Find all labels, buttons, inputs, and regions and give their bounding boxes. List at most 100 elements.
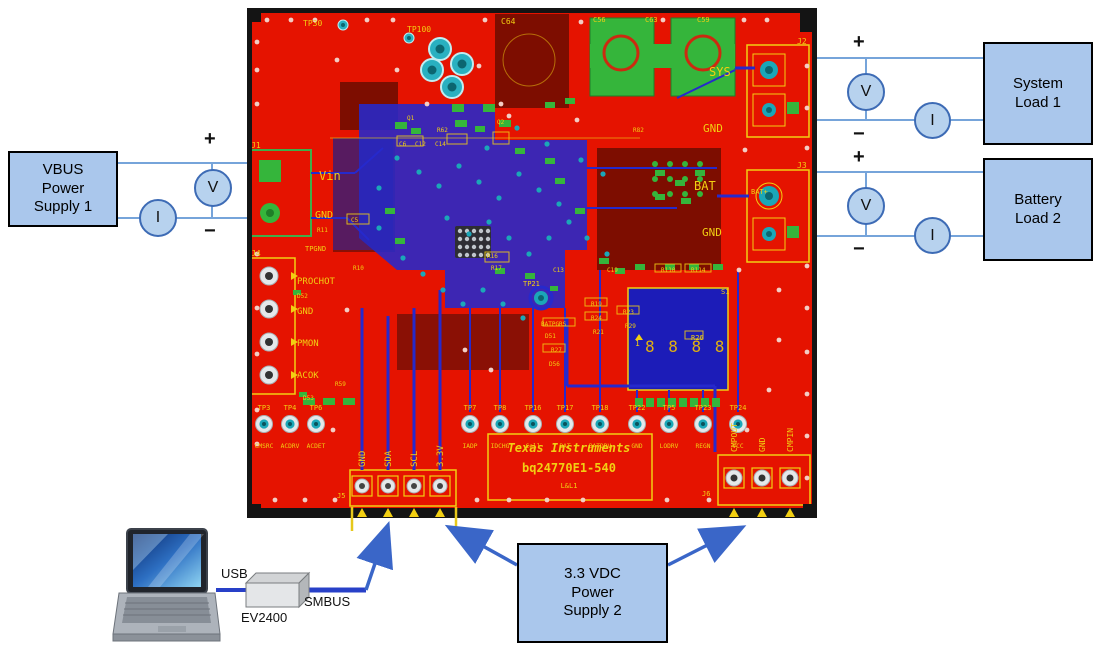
usb-label: USB	[221, 566, 248, 581]
ammeter-battery: I	[914, 217, 951, 254]
testpoint-label: TP22	[629, 404, 646, 412]
board-silkscreen-label: TP30	[303, 19, 322, 28]
board-silkscreen-label: ACOK	[297, 371, 319, 381]
ev2400-label: EV2400	[241, 610, 288, 625]
testpoint-signal-label: VCC	[732, 443, 743, 450]
testpoint-signal-label: LODRV	[660, 443, 679, 450]
battery-load-box: Battery Load 2	[983, 158, 1093, 261]
connector-j5	[349, 469, 457, 507]
minus-sign-vbus: −	[204, 220, 216, 242]
testpoint-label: TP18	[592, 404, 609, 412]
board-silkscreen-label: C64	[501, 17, 516, 26]
board-silkscreen-label: C6	[399, 141, 407, 148]
board-silkscreen-label: SYS	[709, 65, 731, 79]
testpoint-signal-label: REGN	[696, 443, 711, 450]
board-silkscreen-label: J6	[702, 490, 710, 498]
ammeter-vbus: I	[139, 199, 177, 237]
charger-ic	[455, 226, 491, 258]
board-brand-text: Texas Instruments	[508, 441, 631, 455]
board-silkscreen-label: Q2	[497, 119, 505, 126]
board-silkscreen-label: TP100	[407, 25, 431, 34]
supply2-arrow-left	[444, 524, 518, 567]
board-silkscreen-label: C63	[645, 16, 658, 24]
board-silkscreen-label: GND	[703, 122, 723, 135]
board-silkscreen-label: R24	[591, 315, 602, 322]
voltmeter-battery: V	[847, 187, 885, 225]
board-silkscreen-label: C59	[697, 16, 710, 24]
connector-pin-label: 3.3V	[436, 445, 446, 467]
board-silkscreen-label: R10	[353, 265, 364, 272]
plus-sign-vbus: +	[204, 128, 216, 150]
board-silkscreen-label: GND	[702, 226, 722, 239]
board-silkscreen-label: R23	[623, 309, 634, 316]
supply2-box: 3.3 VDC Power Supply 2	[517, 543, 668, 643]
board-silkscreen-label: 1	[635, 339, 640, 348]
testpoint-signal-label: GND	[631, 443, 642, 450]
testpoint-signal-label: BATDRV	[589, 443, 612, 450]
testpoint-label: TP4	[284, 404, 297, 412]
testpoint-signal-label: BAT	[559, 443, 570, 450]
board-silkscreen-label: D53	[303, 395, 314, 402]
testpoint-label: TP24	[730, 404, 747, 412]
plus-sign-system: +	[853, 31, 865, 53]
connector-j2	[746, 44, 810, 138]
board-silkscreen-label: S1	[721, 288, 729, 296]
testpoint-signal-label: IDCHG	[491, 443, 510, 450]
testpoint-signal-label: Cell	[526, 443, 541, 450]
testpoint-signal-label: IADP	[463, 443, 478, 450]
smbus-label: SMBUS	[304, 594, 351, 609]
board-silkscreen-label: C19	[607, 267, 618, 274]
board-silkscreen-label: C56	[593, 16, 606, 24]
testpoint-label: TP23	[695, 404, 712, 412]
board-silkscreen-label: R59	[335, 381, 346, 388]
connector-j6	[717, 454, 811, 506]
mounting-vias	[337, 19, 474, 99]
board-silkscreen-label: C12	[415, 141, 426, 148]
voltmeter-vbus: V	[194, 169, 232, 207]
board-silkscreen-label: R11	[317, 227, 328, 234]
ammeter-system: I	[914, 102, 951, 139]
testpoint-label: TP8	[494, 404, 507, 412]
board-silkscreen-label: J2	[797, 37, 807, 46]
connector-pin-label: SDA	[384, 450, 394, 467]
board-frame	[247, 8, 817, 518]
board-part-number: bq24770E1-540	[522, 461, 616, 475]
board-silkscreen-label: PROCHOT	[297, 277, 336, 287]
board-silkscreen-label: GND	[297, 307, 313, 317]
board-pin-triangles	[357, 508, 795, 517]
board-silkscreen-label: R27	[551, 347, 562, 354]
board-silkscreen-label: GND	[315, 210, 333, 221]
usb-smbus-cable	[216, 521, 393, 593]
smbus-arrow	[356, 521, 393, 591]
board-rev-text: L&L1	[561, 482, 578, 490]
board-silkscreen-label: BATPGRS	[541, 321, 567, 328]
connector-j1	[248, 149, 312, 237]
board-silkscreen-label: C14	[435, 141, 446, 148]
board-silkscreen-label: R82	[633, 127, 644, 134]
seven-segment-display: 8 8 8 8	[627, 287, 729, 391]
ev2400-box	[244, 571, 311, 609]
system-load-box: System Load 1	[983, 42, 1093, 145]
board-silkscreen-label: R110	[661, 267, 676, 274]
board-silkscreen-label: TP21	[523, 280, 540, 288]
minus-sign-system: −	[853, 123, 865, 145]
testpoint-label: TP5	[663, 404, 676, 412]
board-silkscreen-label: C5	[351, 217, 359, 224]
testpoint-label: TP17	[557, 404, 574, 412]
board-silkscreen-label: J3	[797, 161, 807, 170]
testpoint-label: TP6	[310, 404, 323, 412]
display-digits: 8 8 8 8	[645, 337, 726, 356]
pcb-copper-traces	[333, 104, 587, 308]
testpoint-label: TP7	[464, 404, 477, 412]
testpoint-signal-label: ACDRV	[281, 443, 300, 450]
connector-j3	[746, 169, 810, 263]
board-silkscreen-label: BAT	[694, 179, 716, 193]
board-silkscreen-label: R16	[487, 253, 498, 260]
board-silkscreen-label: R19	[591, 301, 602, 308]
connector-pin-label: GND	[358, 451, 368, 467]
board-silkscreen-label: J5	[337, 492, 345, 500]
connector-pin-label: CMPIN	[786, 428, 795, 452]
board-silkscreen-label: C13	[553, 267, 564, 274]
